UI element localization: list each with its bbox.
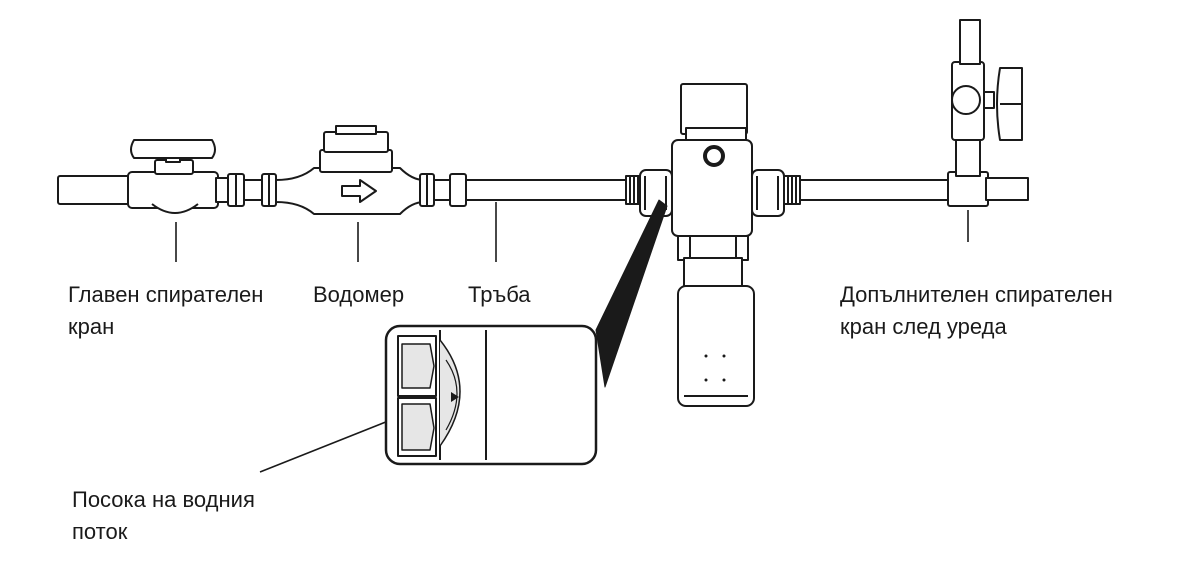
filter-device <box>639 83 785 407</box>
outlet-pipe <box>783 175 951 205</box>
magnified-flow-detail <box>384 324 598 466</box>
flow-arrow-icon <box>341 179 377 203</box>
label-flow-direction-line1: Посока на водния <box>72 487 255 512</box>
valve-handle-icon <box>130 139 216 159</box>
label-flow-direction-line2: поток <box>72 519 128 544</box>
label-additional-shutoff-valve: Допълнителен спирателен кран след уреда <box>840 279 1113 343</box>
label-flow-direction: Посока на водния поток <box>72 484 255 548</box>
water-meter <box>261 125 467 215</box>
additional-shutoff-valve <box>947 19 1029 207</box>
label-main-shutoff-valve: Главен спирателен кран <box>68 279 263 343</box>
pipe <box>465 175 643 205</box>
label-water-meter: Водомер <box>313 282 405 307</box>
label-main-shutoff-valve-line1: Главен спирателен <box>68 282 264 307</box>
main-shutoff-valve <box>57 139 265 214</box>
label-pipe: Тръба <box>468 282 531 307</box>
callout-wedge <box>595 199 668 388</box>
label-additional-shutoff-valve-line2: кран след уреда <box>840 314 1007 339</box>
indicator-icon <box>703 145 725 167</box>
label-main-shutoff-valve-line2: кран <box>68 314 115 339</box>
label-additional-shutoff-valve-line1: Допълнителен спирателен <box>840 282 1113 307</box>
flow-direction-icon <box>451 392 459 402</box>
